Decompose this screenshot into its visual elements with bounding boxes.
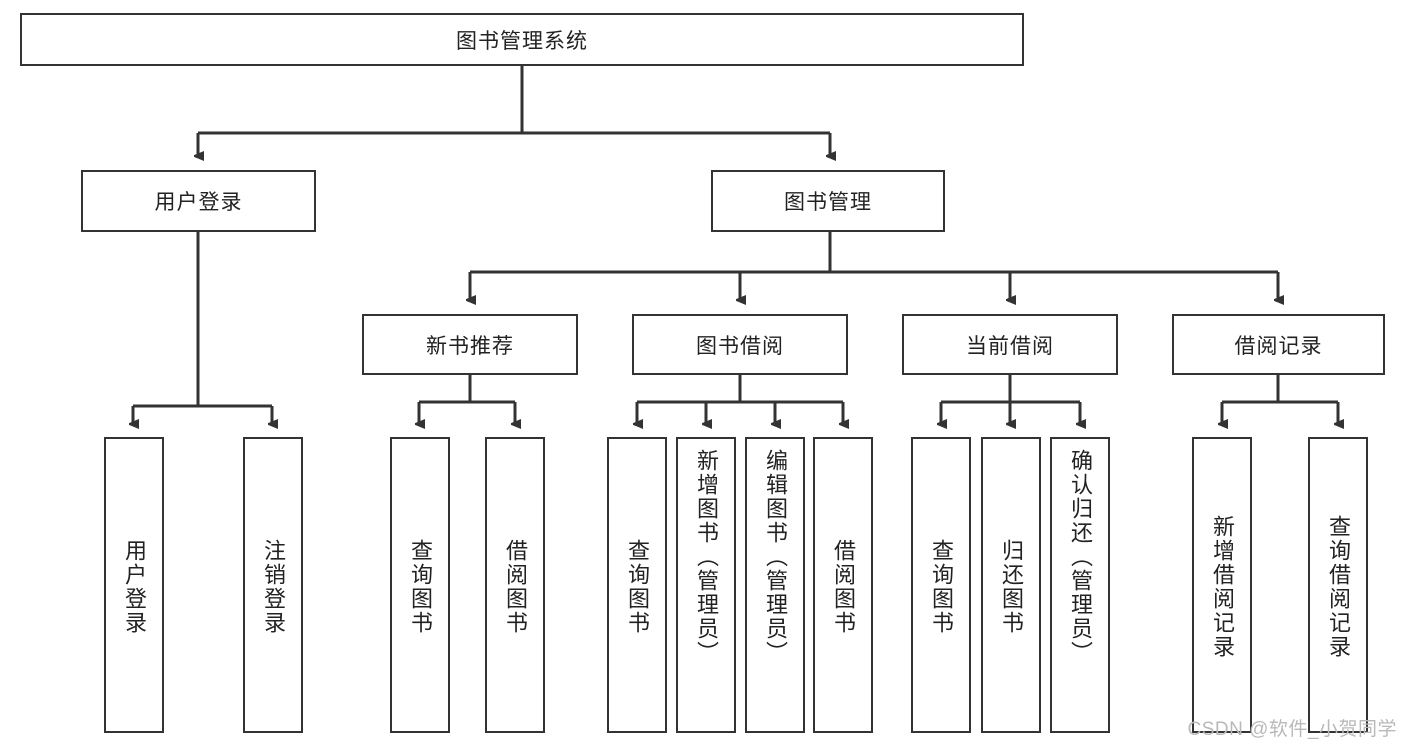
leaf-borrow-query-book[interactable]: 查询图书 <box>607 437 667 733</box>
node-label: 用户登录 <box>154 191 243 214</box>
leaf-label: 归还图书 <box>998 539 1024 635</box>
leaf-borrow-add-book-admin[interactable]: 新增图书（管理员） <box>676 437 736 733</box>
leaf-label: 借阅图书 <box>830 539 856 635</box>
leaf-record-add-record[interactable]: 新增借阅记录 <box>1192 437 1252 733</box>
leaf-label: 新增借阅记录 <box>1209 515 1235 659</box>
leaf-label: 注销登录 <box>260 539 286 635</box>
leaf-label: 查询图书 <box>928 539 954 635</box>
leaf-current-query-book[interactable]: 查询图书 <box>911 437 971 733</box>
node-borrow-record[interactable]: 借阅记录 <box>1172 314 1385 375</box>
node-label: 借阅记录 <box>1234 334 1323 358</box>
leaf-label: 新增图书（管理员） <box>693 449 719 665</box>
leaf-label: 借阅图书 <box>502 539 528 635</box>
leaf-label: 确认归还（管理员） <box>1067 449 1093 665</box>
leaf-user-login-login[interactable]: 用户登录 <box>104 437 164 733</box>
node-book-borrow[interactable]: 图书借阅 <box>632 314 848 375</box>
node-root-book-management-system[interactable]: 图书管理系统 <box>20 13 1024 66</box>
node-label: 当前借阅 <box>966 334 1054 358</box>
leaf-new-book-query-book[interactable]: 查询图书 <box>390 437 450 733</box>
node-user-login[interactable]: 用户登录 <box>81 170 316 232</box>
leaf-current-return-book[interactable]: 归还图书 <box>981 437 1041 733</box>
leaf-new-book-borrow-book[interactable]: 借阅图书 <box>485 437 545 733</box>
node-label: 新书推荐 <box>426 334 514 358</box>
leaf-current-confirm-return-admin[interactable]: 确认归还（管理员） <box>1050 437 1110 733</box>
leaf-label: 查询借阅记录 <box>1325 515 1351 659</box>
leaf-label: 查询图书 <box>624 539 650 635</box>
node-new-book-recommend[interactable]: 新书推荐 <box>362 314 578 375</box>
node-book-management[interactable]: 图书管理 <box>711 170 945 232</box>
leaf-borrow-edit-book-admin[interactable]: 编辑图书（管理员） <box>745 437 805 733</box>
leaf-label: 用户登录 <box>121 539 147 635</box>
node-label: 图书借阅 <box>696 334 784 358</box>
leaf-record-query-record[interactable]: 查询借阅记录 <box>1308 437 1368 733</box>
leaf-label: 编辑图书（管理员） <box>762 449 788 665</box>
leaf-label: 查询图书 <box>407 539 433 635</box>
csdn-watermark: CSDN @软件_小贺同学 <box>1187 719 1397 740</box>
leaf-user-login-logout[interactable]: 注销登录 <box>243 437 303 733</box>
node-current-borrow[interactable]: 当前借阅 <box>902 314 1118 375</box>
leaf-borrow-borrow-book[interactable]: 借阅图书 <box>813 437 873 733</box>
node-label: 图书管理 <box>784 191 872 214</box>
node-label: 图书管理系统 <box>456 29 588 53</box>
